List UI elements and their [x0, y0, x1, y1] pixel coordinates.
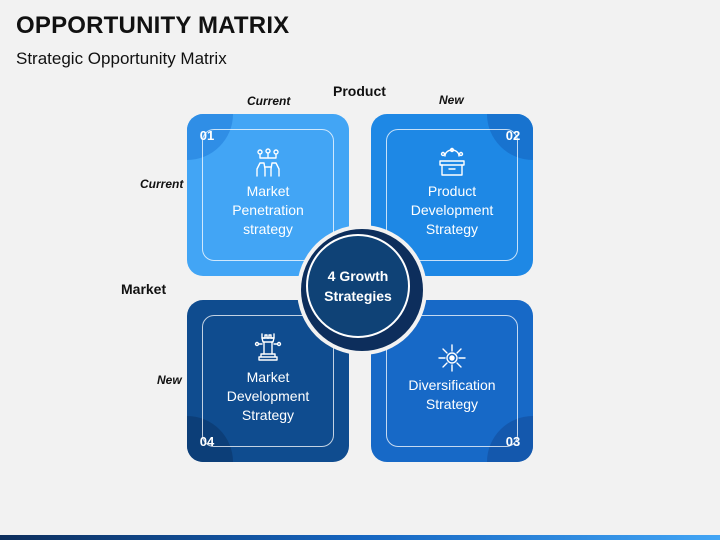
inner-frame-03: [386, 315, 518, 447]
inner-frame-04: [202, 315, 334, 447]
inner-frame-02: [386, 129, 518, 261]
product-new-label: New: [439, 93, 464, 107]
hands-network-icon: [256, 148, 280, 177]
market-axis-label: Market: [121, 281, 167, 297]
center-label: 4 Growth Strategies: [306, 234, 410, 338]
quadrant-label-04: Market Development Strategy: [226, 369, 310, 423]
market-new-label: New: [157, 373, 182, 387]
product-box-icon: [439, 147, 465, 176]
page-subtitle: Strategic Opportunity Matrix: [16, 49, 227, 68]
product-axis-label: Product: [333, 83, 386, 99]
market-current-label: Current: [140, 177, 184, 191]
quadrant-label-02: Product Development Strategy: [410, 183, 494, 237]
chess-rook-icon: [254, 333, 282, 361]
quadrant-label-03: Diversification Strategy: [408, 377, 496, 412]
product-current-label: Current: [247, 94, 291, 108]
target-network-icon: [438, 344, 466, 372]
quadrant-label-01: Market Penetration strategy: [232, 183, 304, 237]
footer-bar: [0, 535, 720, 540]
quadrant-01: 01 Market Penetration strategy: [187, 114, 349, 276]
inner-frame-01: [202, 129, 334, 261]
center-circle: 4 Growth Strategies: [297, 225, 427, 355]
page-title: OPPORTUNITY MATRIX: [16, 12, 290, 39]
